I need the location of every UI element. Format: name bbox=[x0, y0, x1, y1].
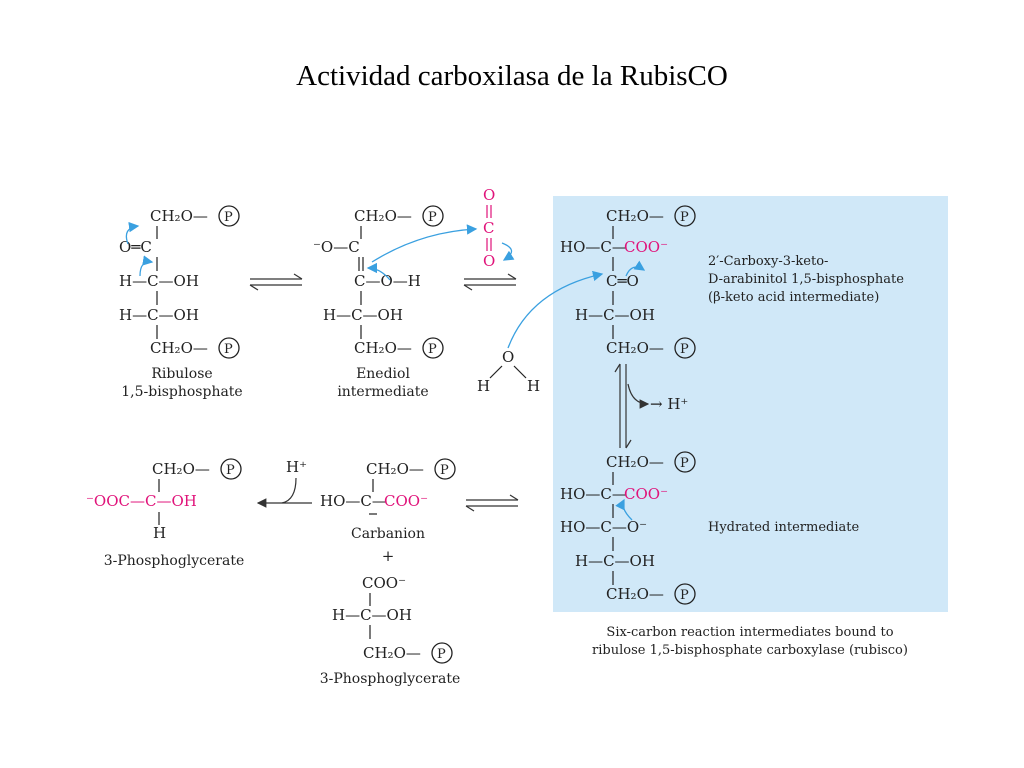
ribulose-chiral-2: H—C—OH bbox=[119, 306, 199, 324]
phosphate-label: P bbox=[680, 588, 689, 603]
ribulose-name-2: 1,5-bisphosphate bbox=[121, 384, 242, 400]
pga-bottom-name: 3-Phosphoglycerate bbox=[320, 671, 461, 687]
ribulose-carbonyl: O═C bbox=[119, 238, 152, 256]
phosphoglycerate-bottom: COO⁻ H—C—OH CH₂O— P 3-Phosphoglycerate bbox=[320, 574, 461, 687]
carbon-dioxide: O C O bbox=[483, 186, 515, 270]
phosphate-label: P bbox=[224, 210, 233, 225]
phosphate-label: P bbox=[440, 463, 449, 478]
water-o: O bbox=[502, 348, 514, 366]
water-molecule: O H H bbox=[477, 270, 604, 395]
proton-gain: H⁺ bbox=[286, 458, 307, 476]
phosphate-label: P bbox=[680, 456, 689, 471]
plus-sign: + bbox=[382, 547, 395, 565]
hydrated-ch2o-bottom: CH₂O— bbox=[606, 585, 664, 603]
slide-title: Actividad carboxilasa de la RubisCO bbox=[296, 60, 728, 92]
keto-label-1: 2′-Carboxy-3-keto- bbox=[708, 254, 828, 269]
carbanion-ho-c: HO—C— bbox=[320, 492, 387, 510]
hydrated-ho-c-2: HO—C—O⁻ bbox=[560, 518, 647, 536]
pga-bottom-coo: COO⁻ bbox=[362, 574, 406, 592]
equilibrium-arrow bbox=[465, 494, 519, 512]
water-h-left: H bbox=[477, 377, 490, 395]
keto-ch2o-top: CH₂O— bbox=[606, 207, 664, 225]
enediol-olate: ⁻O—C bbox=[313, 238, 360, 256]
phosphate-label: P bbox=[428, 342, 437, 357]
co2-o-top: O bbox=[483, 186, 495, 204]
enediol-name-2: intermediate bbox=[337, 384, 428, 400]
pga-bottom-chiral: H—C—OH bbox=[332, 606, 412, 624]
product-arrow bbox=[256, 477, 312, 508]
hydrated-chiral: H—C—OH bbox=[575, 552, 655, 570]
phosphate-label: P bbox=[680, 342, 689, 357]
phosphate-label: P bbox=[437, 647, 446, 662]
pga-bottom-ch2o: CH₂O— bbox=[363, 644, 421, 662]
phosphate-label: P bbox=[680, 210, 689, 225]
enediol-ch2o-top: CH₂O— bbox=[354, 207, 412, 225]
pga-left-h: H bbox=[153, 524, 166, 542]
enediol-chiral: H—C—OH bbox=[323, 306, 403, 324]
enediol-ch2o-bottom: CH₂O— bbox=[354, 339, 412, 357]
keto-ho-c: HO—C— bbox=[560, 238, 627, 256]
equilibrium-arrow bbox=[463, 273, 517, 291]
phosphate-label: P bbox=[224, 342, 233, 357]
co2-c: C bbox=[483, 219, 494, 237]
pga-left-ch2o: CH₂O— bbox=[152, 460, 210, 478]
vertical-equilibrium-arrow bbox=[614, 363, 650, 449]
carbanion-ch2o-top: CH₂O— bbox=[366, 460, 424, 478]
keto-carboxylate: COO⁻ bbox=[624, 238, 668, 256]
pga-left-name: 3-Phosphoglycerate bbox=[104, 553, 245, 569]
beta-keto-acid-intermediate: CH₂O— P HO—C— COO⁻ C═O H—C—OH CH₂O— P 2′… bbox=[560, 205, 904, 359]
proton-release: → H⁺ bbox=[650, 395, 688, 413]
enediol-enol: C—O—H bbox=[354, 272, 421, 290]
equilibrium-arrow bbox=[249, 273, 303, 291]
ribulose-chiral-1: H—C—OH bbox=[119, 272, 199, 290]
enediol-intermediate: CH₂O— P ⁻O—C C—O—H H—C—OH CH₂O— P Enedio… bbox=[313, 205, 478, 400]
phosphoglycerate-left: CH₂O— P ⁻OOC—C—OH H 3-Phosphoglycerate bbox=[86, 458, 245, 569]
keto-label-2: D-arabinitol 1,5-bisphosphate bbox=[708, 272, 904, 287]
carbanion-carboxylate: COO⁻ bbox=[384, 492, 428, 510]
box-caption-2: ribulose 1,5-bisphosphate carboxylase (r… bbox=[592, 643, 908, 658]
ribulose-bisphosphate: CH₂O— P O═C H—C—OH H—C—OH CH₂O— P Ribulo… bbox=[119, 205, 243, 400]
enediol-name-1: Enediol bbox=[356, 366, 410, 382]
carbanion-name: Carbanion bbox=[351, 526, 425, 542]
hydrated-ho-c-1: HO—C— bbox=[560, 485, 627, 503]
co2-o-bottom: O bbox=[483, 252, 495, 270]
keto-chiral: H—C—OH bbox=[575, 306, 655, 324]
box-caption-1: Six-carbon reaction intermediates bound … bbox=[606, 625, 893, 640]
keto-ch2o-bottom: CH₂O— bbox=[606, 339, 664, 357]
phosphate-label: P bbox=[226, 463, 235, 478]
carbanion: CH₂O— P HO—C— COO⁻ Carbanion + bbox=[320, 458, 456, 565]
hydrated-carboxylate: COO⁻ bbox=[624, 485, 668, 503]
enzyme-bound-box bbox=[553, 196, 948, 612]
hydrated-intermediate: CH₂O— P HO—C— COO⁻ HO—C—O⁻ H—C—OH CH₂O— … bbox=[560, 451, 859, 605]
keto-carbonyl: C═O bbox=[606, 272, 639, 290]
ribulose-ch2o-top: CH₂O— bbox=[150, 207, 208, 225]
phosphate-label: P bbox=[428, 210, 437, 225]
hydrated-ch2o-top: CH₂O— bbox=[606, 453, 664, 471]
keto-label-3: (β-keto acid intermediate) bbox=[708, 290, 879, 305]
ribulose-name-1: Ribulose bbox=[151, 366, 212, 382]
pga-left-main: ⁻OOC—C—OH bbox=[86, 492, 197, 510]
ribulose-ch2o-bottom: CH₂O— bbox=[150, 339, 208, 357]
water-h-right: H bbox=[527, 377, 540, 395]
hydrated-label: Hydrated intermediate bbox=[708, 520, 859, 535]
